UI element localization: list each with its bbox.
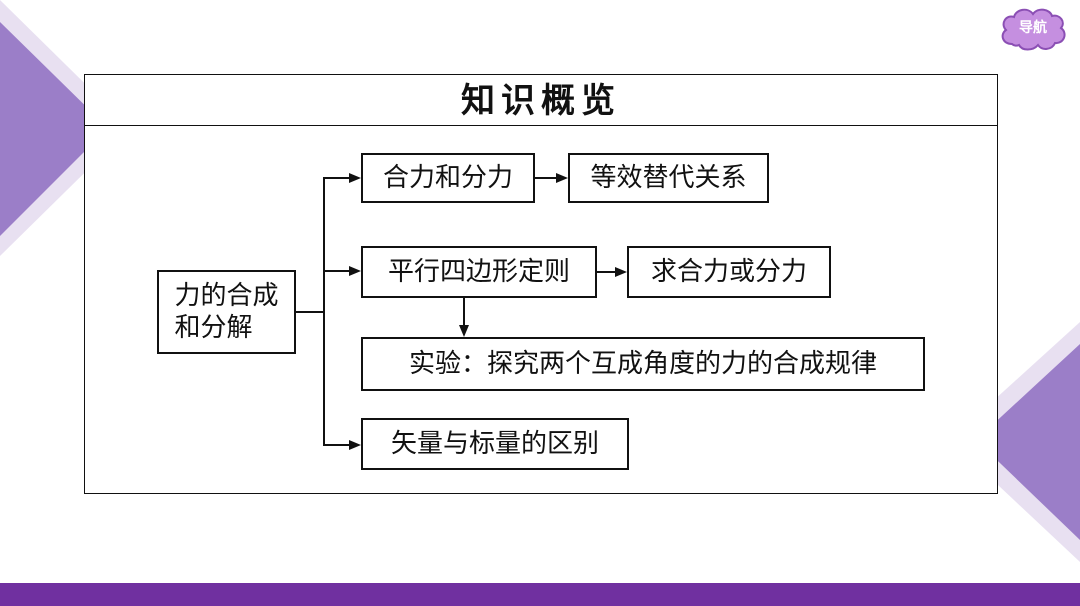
- right-triangle-dark: [976, 344, 1080, 540]
- node-experiment-label: 实验：探究两个互成角度的力的合成规律: [408, 349, 878, 379]
- arrow-to-parallelogram: [349, 266, 361, 276]
- cloud-icon: [1001, 8, 1066, 51]
- arrow-to-equivalent: [556, 173, 568, 183]
- arrow-to-resultant: [349, 173, 361, 183]
- node-find-resultant: 求合力或分力: [627, 246, 831, 298]
- node-parallelogram-rule-label: 平行四边形定则: [387, 257, 571, 287]
- node-root-label: 力的合成 和分解: [174, 281, 279, 343]
- node-resultant-and-component-label: 合力和分力: [382, 163, 514, 193]
- node-experiment: 实验：探究两个互成角度的力的合成规律: [361, 337, 925, 391]
- connector-parallelogram-to-experiment: [463, 298, 465, 326]
- node-parallelogram-rule: 平行四边形定则: [361, 246, 597, 298]
- left-triangle-dark: [0, 22, 108, 236]
- panel-title: 知识概览: [461, 81, 621, 121]
- node-vector-vs-scalar: 矢量与标量的区别: [361, 418, 629, 470]
- arrow-to-find-resultant: [615, 267, 627, 277]
- connector-to-vector: [323, 444, 350, 446]
- title-divider: [85, 125, 997, 126]
- connector-parallelogram-to-find: [597, 271, 616, 273]
- node-find-resultant-label: 求合力或分力: [650, 257, 808, 287]
- node-equivalent-substitution: 等效替代关系: [568, 153, 769, 203]
- arrow-to-experiment: [459, 325, 469, 337]
- nav-button[interactable]: 导航: [998, 6, 1068, 52]
- connector-trunk: [323, 178, 325, 446]
- connector-resultant-to-equivalent: [535, 177, 557, 179]
- node-equivalent-substitution-label: 等效替代关系: [590, 163, 747, 193]
- nav-button-label: 导航: [1019, 20, 1047, 36]
- connector-to-resultant: [323, 177, 350, 179]
- node-root: 力的合成 和分解: [157, 270, 296, 354]
- connector-to-parallelogram: [323, 270, 350, 272]
- node-vector-vs-scalar-label: 矢量与标量的区别: [390, 429, 600, 459]
- connector-root-stub: [296, 311, 324, 313]
- bottom-bar: [0, 583, 1080, 606]
- node-resultant-and-component: 合力和分力: [361, 153, 535, 203]
- arrow-to-vector: [349, 440, 361, 450]
